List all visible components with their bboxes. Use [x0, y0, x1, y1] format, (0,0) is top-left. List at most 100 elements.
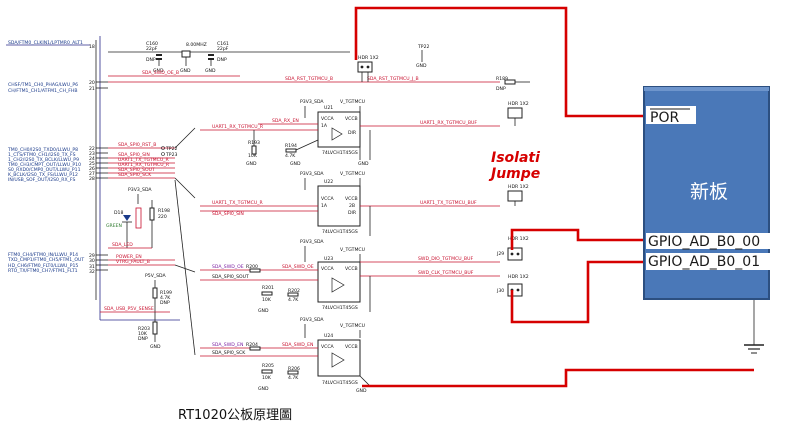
net-sda-swd-en: SDA_SWD_EN — [212, 342, 243, 348]
ic-pin: VCCB — [345, 196, 358, 202]
diagram-caption: RT1020公板原理圖 — [178, 408, 293, 423]
net-vtrg-fault-b: VTRG_FAULT_B — [116, 259, 150, 265]
hdr-label: HDR 1X2 — [508, 236, 529, 242]
r206-value: 4.7K — [288, 375, 299, 381]
hdr-symbol — [507, 247, 523, 261]
ic-pin: VCCB — [345, 266, 358, 272]
ic-part: 74LVCH1T45GS — [322, 229, 358, 235]
ic-u21: P3V3_SDA V_TGTMCU U21 VCCA VCCB 1A DIR 7… — [200, 99, 500, 167]
ic-pin: VCCA — [321, 196, 335, 202]
r205-symbol — [261, 369, 273, 374]
net-sda-swd-oe-r: SDA_SWD_OE — [282, 264, 314, 270]
ic-ref: U24 — [324, 333, 333, 339]
c160-symbol — [156, 58, 162, 60]
gnd-label: GND — [356, 388, 367, 394]
pin-stubs — [96, 81, 108, 271]
net-sda-spi0-sin: SDA_SPI0_SIN — [212, 211, 244, 217]
gnd-label: GND — [290, 161, 301, 167]
left-signal-1: CH/FTM1_CH1/ATFM1_CH_FHB — [8, 88, 78, 94]
hdr-label: HDR 1X2 — [508, 274, 529, 280]
por-label-bg — [646, 106, 696, 124]
pin-number: 25 — [89, 161, 95, 167]
gnd-label: GND — [258, 308, 269, 314]
net-uart1-rx-buf: UART1_RX_TGTMCU_BUF — [420, 120, 477, 126]
left-signal-8: IN/USB_SOF_OUT/I2S0_RX_FS — [8, 177, 75, 183]
led-section: P3V3_SDA D18 GREEN R198 220 SDA_LED — [106, 187, 170, 249]
hdr-label: HDR 1X2 — [508, 101, 529, 107]
power-nets: POWER_EN VTRG_FAULT_B P5V_SDA R199 4.7K … — [100, 254, 175, 350]
board-pin-labels: POR GPIO_AD_B0_00 GPIO_AD_B0_01 — [646, 106, 774, 270]
left-signal-9: FTM0_CH4/FTM0_IN/LLWU_P14 — [8, 252, 78, 258]
r206-symbol — [287, 370, 299, 375]
left-signal-3: 1_CTS/FTM0_CH1/I2S0_TX_FS — [8, 152, 76, 158]
pin-label-gpio0: GPIO_AD_B0_00 — [648, 234, 760, 250]
jumper-por — [354, 6, 644, 118]
pin-number: 24 — [89, 156, 95, 162]
r199-dnp: DNP — [160, 300, 170, 306]
gpio1-label-bg — [646, 253, 774, 270]
ic-ref: U23 — [324, 256, 333, 262]
isolation-note-line1: Isolati — [491, 150, 540, 166]
r201-symbol — [261, 291, 273, 296]
jumper-wires — [354, 6, 764, 388]
net-sda-spi0-sout: SDA_SPI0_SOUT — [212, 274, 249, 280]
ic-part: 74LVCH1T45GS — [322, 305, 358, 311]
left-signal-12: RTO_TX/FTM0_CH7/FTM1_FLT1 — [8, 268, 78, 274]
r201-ref: R201 — [262, 285, 274, 291]
c161-dnp: DNP — [217, 57, 227, 63]
r194-value: 4.7K — [285, 153, 296, 159]
c161-symbol — [208, 54, 214, 56]
r194-ref: R194 — [285, 143, 297, 149]
net-uart1-rx-r: UART1_RX_TGTMCU_R — [212, 124, 264, 130]
r189-ref: R189 — [496, 76, 508, 82]
left-signal-10: TXD_CMP1/FTM0_CH5/FTM1_OUT — [7, 257, 84, 263]
gnd-label: GND — [246, 161, 257, 167]
gnd-label: GND — [416, 63, 427, 69]
ic-vcca-rail: P3V3_SDA — [300, 317, 324, 323]
hdr-label: HDR 1X2 — [508, 184, 529, 190]
left-signal-11: HD_CH6/FTM0_FLT0/LLWU_P15 — [8, 263, 78, 269]
hdr-symbol — [507, 190, 523, 202]
bus-fanout — [174, 127, 196, 356]
p3v3-label: P3V3_SDA — [128, 187, 152, 193]
d18-ref: D18 — [114, 210, 123, 216]
tp23-label: TP23 — [165, 152, 177, 158]
ic-pin: 2B — [349, 203, 355, 209]
ic-body — [317, 111, 361, 148]
r189-dnp: DNP — [496, 86, 506, 92]
ic-part: 74LVCH1T45GS — [322, 150, 358, 156]
pin-number: 29 — [89, 253, 95, 259]
r198-value: 220 — [158, 214, 167, 220]
r202-symbol — [287, 292, 299, 297]
left-signal-2: TM0_CH0/I2S0_TXD0/LLWU_P8 — [7, 147, 78, 153]
led-jumper — [135, 207, 142, 229]
net-sda-swd-oe: SDA_SWD_OE — [212, 264, 244, 270]
r203-value: 10K — [138, 331, 148, 337]
tp-label: TP22 — [417, 44, 429, 50]
c160-value: 22pF — [146, 46, 158, 52]
crystal-symbol — [181, 50, 191, 58]
net-sda-spi0-sout: SDA_SPI0_SOUT — [118, 167, 155, 173]
pin-number: 27 — [89, 171, 95, 177]
c160-ref: C160 — [146, 41, 158, 47]
ic-pin: DIR — [348, 130, 357, 136]
c160-dnp: DNP — [146, 57, 156, 63]
r189-symbol — [504, 79, 516, 85]
buffer-icon — [331, 127, 343, 141]
ic-pin: VCCB — [345, 116, 358, 122]
r205-value: 10K — [262, 375, 272, 381]
net-power-en: POWER_EN — [116, 254, 142, 260]
gnd-label: GND — [153, 68, 164, 74]
r198-symbol — [149, 207, 155, 221]
pin-label-por: POR — [650, 110, 679, 126]
gnd-label: GND — [205, 68, 216, 74]
r204-ref: R204 — [246, 342, 258, 348]
hdr-ref: J30 — [496, 288, 504, 294]
c161-symbol — [208, 58, 214, 60]
gnd-label: GND — [258, 386, 269, 392]
buffer-icon — [331, 352, 345, 368]
left-mcu-signals: SDA/FTM0_CLKIN1/LPTMR0_ALT1 CHSF/TM1_CH0… — [6, 36, 180, 321]
left-signal-0: CHSF/TM1_CH0_PHAG/LWU_P6 — [8, 82, 78, 88]
right-headers: HDR 1X2 HDR 1X2 HDR 1X2 J29 HDR 1X2 J30 — [496, 101, 529, 297]
